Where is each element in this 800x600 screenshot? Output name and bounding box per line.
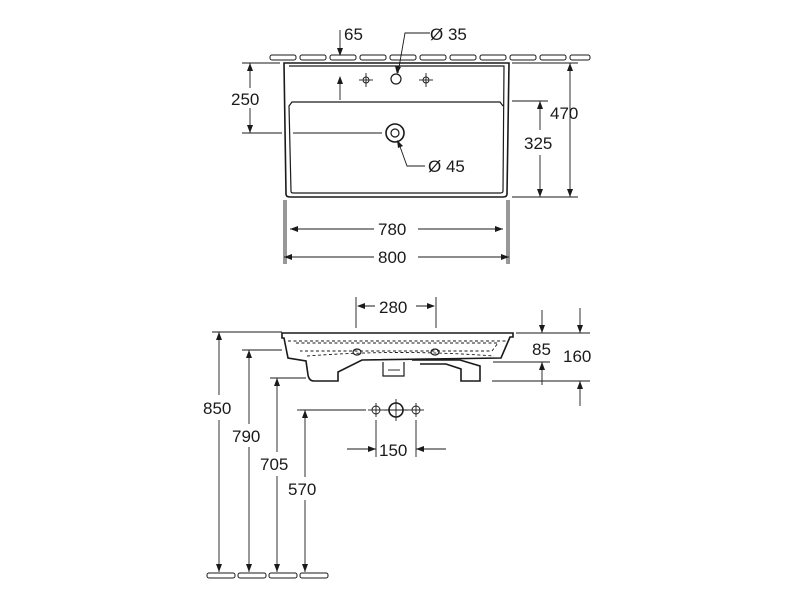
dim-250: 250 xyxy=(231,62,282,134)
dim-dia35: Ø 35 xyxy=(395,25,467,74)
label-250: 250 xyxy=(231,90,259,109)
dim-280: 280 xyxy=(355,297,437,328)
basin-inner-dashed-3 xyxy=(306,352,495,357)
label-850: 850 xyxy=(203,399,231,418)
dim-800: 800 xyxy=(283,200,510,267)
label-dia35: Ø 35 xyxy=(430,25,467,44)
basin-inner-top xyxy=(288,65,505,194)
top-view: 65 Ø 35 Ø 45 250 xyxy=(231,25,591,267)
label-800: 800 xyxy=(378,248,406,267)
label-dia45: Ø 45 xyxy=(428,157,465,176)
basin-inner-dashed-2 xyxy=(296,342,499,352)
label-160: 160 xyxy=(563,347,591,366)
floor xyxy=(206,572,329,579)
dim-85: 85 xyxy=(493,310,551,385)
basin-outline-top xyxy=(283,62,510,198)
dim-780: 780 xyxy=(285,200,508,264)
dim-150: 150 xyxy=(347,420,446,460)
dim-160: 160 xyxy=(492,308,591,406)
label-325: 325 xyxy=(524,134,552,153)
wall-top xyxy=(269,54,591,61)
side-view: 280 85 160 xyxy=(203,297,591,579)
label-790: 790 xyxy=(232,427,260,446)
label-470: 470 xyxy=(550,104,578,123)
label-280: 280 xyxy=(379,298,407,317)
dim-705: 705 xyxy=(260,377,306,572)
dim-790: 790 xyxy=(232,349,282,572)
dim-65: 65 xyxy=(337,25,363,100)
dim-325: 325 xyxy=(512,100,552,197)
label-85: 85 xyxy=(532,340,551,359)
basin-right-foot xyxy=(412,359,481,382)
dim-570: 570 xyxy=(288,409,316,572)
tap-holes xyxy=(359,73,433,87)
side-tap-holes xyxy=(352,348,440,356)
dim-dia45: Ø 45 xyxy=(397,140,465,176)
label-780: 780 xyxy=(378,220,406,239)
basin-outline-side xyxy=(281,332,514,382)
basin-center-outlet xyxy=(382,362,405,377)
waste-holes xyxy=(300,399,424,421)
dim-850: 850 xyxy=(203,331,282,572)
drain-hole xyxy=(293,123,405,143)
dim-470: 470 xyxy=(512,62,578,198)
label-65: 65 xyxy=(344,25,363,44)
label-570: 570 xyxy=(288,480,316,499)
label-705: 705 xyxy=(260,455,288,474)
label-150: 150 xyxy=(379,441,407,460)
